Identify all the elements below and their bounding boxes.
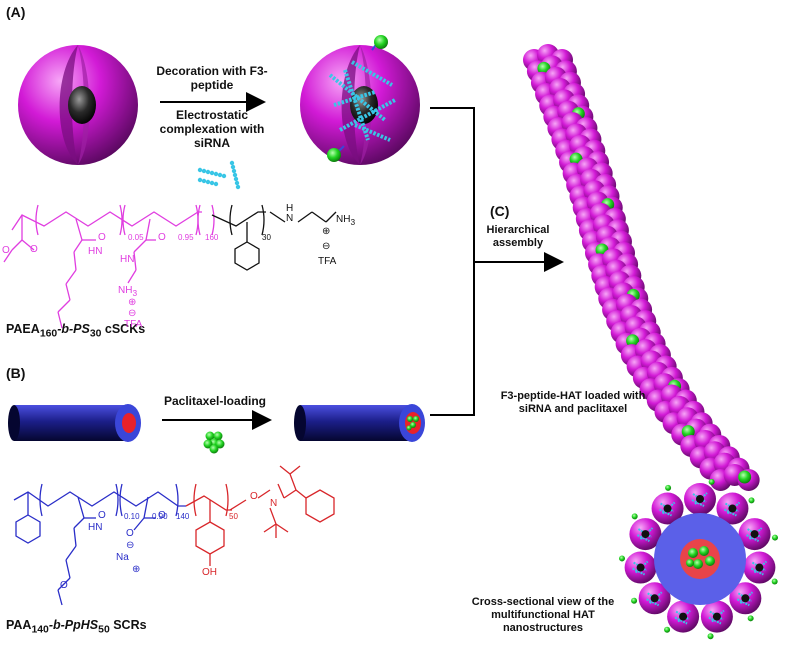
- chem-subscript: 160: [205, 233, 219, 242]
- paa-pphs-structure: [13, 465, 335, 606]
- chem-subscript: 0.10: [124, 512, 140, 521]
- cscks-core: [728, 504, 737, 513]
- f3-peptide-icon: [771, 534, 778, 541]
- paea-ps-structure: [3, 204, 337, 329]
- f3-peptide-icon: [707, 633, 714, 640]
- paclitaxel-cluster-icon: [203, 431, 225, 454]
- decorated-nanoparticle: [300, 35, 420, 165]
- cscks-core: [741, 594, 750, 603]
- chem-subscript: 0.95: [178, 233, 194, 242]
- f3-peptide-icon: [374, 35, 388, 49]
- scr-nanotube: [8, 404, 141, 442]
- complexation-text: Electrostatic complexation with siRNA: [159, 108, 265, 150]
- sodium-label: Na: [116, 552, 129, 563]
- hat-nanostructure: [523, 44, 760, 491]
- chem-atom: N: [270, 498, 278, 509]
- cscks-core: [641, 530, 650, 539]
- paa-caption: PAA140-b-PpHS50 SCRs: [6, 618, 147, 636]
- f3-peptide-icon: [631, 513, 638, 520]
- cscks-core: [696, 495, 704, 503]
- paclitaxel-icon: [705, 556, 715, 566]
- nh3-right: ⊕: [322, 226, 331, 237]
- cross-section-text: Cross-sectional view of the multifunctio…: [471, 596, 615, 634]
- sirna-strands: [328, 60, 396, 142]
- minus-right: ⊖: [322, 241, 331, 252]
- nh3-right-label: NH3: [336, 214, 356, 227]
- tfa-left: TFA: [124, 319, 143, 330]
- chem-subscript: 30: [262, 233, 271, 242]
- plus-sodium: ⊕: [132, 564, 141, 575]
- chem-atom: HN: [88, 522, 103, 533]
- f3-peptide-icon: [626, 334, 640, 348]
- cscks-core: [755, 563, 764, 572]
- chem-atom: O: [158, 510, 166, 521]
- assembly-text: Hierarchical assembly: [486, 224, 550, 249]
- panel-b-label: (B): [6, 365, 26, 381]
- cscks-core: [650, 594, 659, 603]
- f3-peptide-icon: [619, 555, 626, 562]
- minus-left: ⊖: [128, 308, 137, 319]
- f3-peptide-icon: [665, 484, 672, 491]
- panel-a-label: (A): [6, 4, 26, 20]
- tube-core: [122, 413, 136, 433]
- cscks-core: [750, 530, 759, 539]
- cross-section-view: [619, 478, 778, 640]
- minus-carboxylate: ⊖: [126, 540, 135, 551]
- loaded-text: F3-peptide-HAT loaded with siRNA and pac…: [500, 390, 646, 415]
- loading-text: Paclitaxel-loading: [163, 394, 267, 408]
- f3-peptide-icon: [708, 478, 715, 485]
- paea-caption: PAEA160-b-PS30 cSCKs: [6, 322, 146, 340]
- chem-subscript: 50: [229, 512, 238, 521]
- paclitaxel-icon: [699, 546, 709, 556]
- f3-peptide-icon: [747, 615, 754, 622]
- nh3-left-label: NH3: [118, 285, 138, 298]
- f3-peptide-icon: [771, 578, 778, 585]
- paclitaxel-icon: [686, 559, 694, 567]
- chem-subscript: 140: [176, 512, 190, 521]
- panel-c-label: (C): [490, 203, 510, 219]
- chem-atom: O: [60, 580, 68, 591]
- f3-peptide-icon: [748, 497, 755, 504]
- chem-atom: O: [126, 528, 134, 539]
- chem-atom: HN: [88, 246, 103, 257]
- plus-left: ⊕: [128, 297, 137, 308]
- f3-peptide-icon: [681, 425, 695, 439]
- f3-peptide-icon: [664, 626, 671, 633]
- decoration-text: Decoration with F3- peptide: [156, 64, 268, 92]
- chem-atom: O: [98, 232, 106, 243]
- cscks-core: [679, 612, 688, 621]
- f3-peptide-icon: [738, 470, 752, 484]
- hydrophobic-core: [68, 86, 96, 124]
- chem-atom: O: [2, 245, 10, 256]
- f3-peptide-icon: [631, 597, 638, 604]
- chem-atom: OH: [202, 567, 217, 578]
- paclitaxel-icon: [688, 548, 698, 558]
- chem-atom: HN: [120, 254, 135, 265]
- paclitaxel-icon: [693, 559, 703, 569]
- cscks-core: [663, 504, 672, 513]
- chem-subscript: 0.05: [128, 233, 144, 242]
- chem-atom: O: [250, 491, 258, 502]
- cscks-nanoparticle: [18, 45, 138, 165]
- chem-atom: O: [98, 510, 106, 521]
- f3-peptide-icon: [327, 148, 341, 162]
- tfa-right: TFA: [318, 256, 337, 267]
- chem-atom: O: [30, 244, 38, 255]
- loaded-nanotube: [294, 404, 425, 442]
- cscks-core: [636, 563, 645, 572]
- cscks-core: [712, 612, 721, 621]
- chem-subscript: 0.90: [152, 512, 168, 521]
- chem-atom: O: [158, 232, 166, 243]
- sirna-duplex-icon: [197, 160, 241, 190]
- assembly-bracket: [430, 107, 564, 416]
